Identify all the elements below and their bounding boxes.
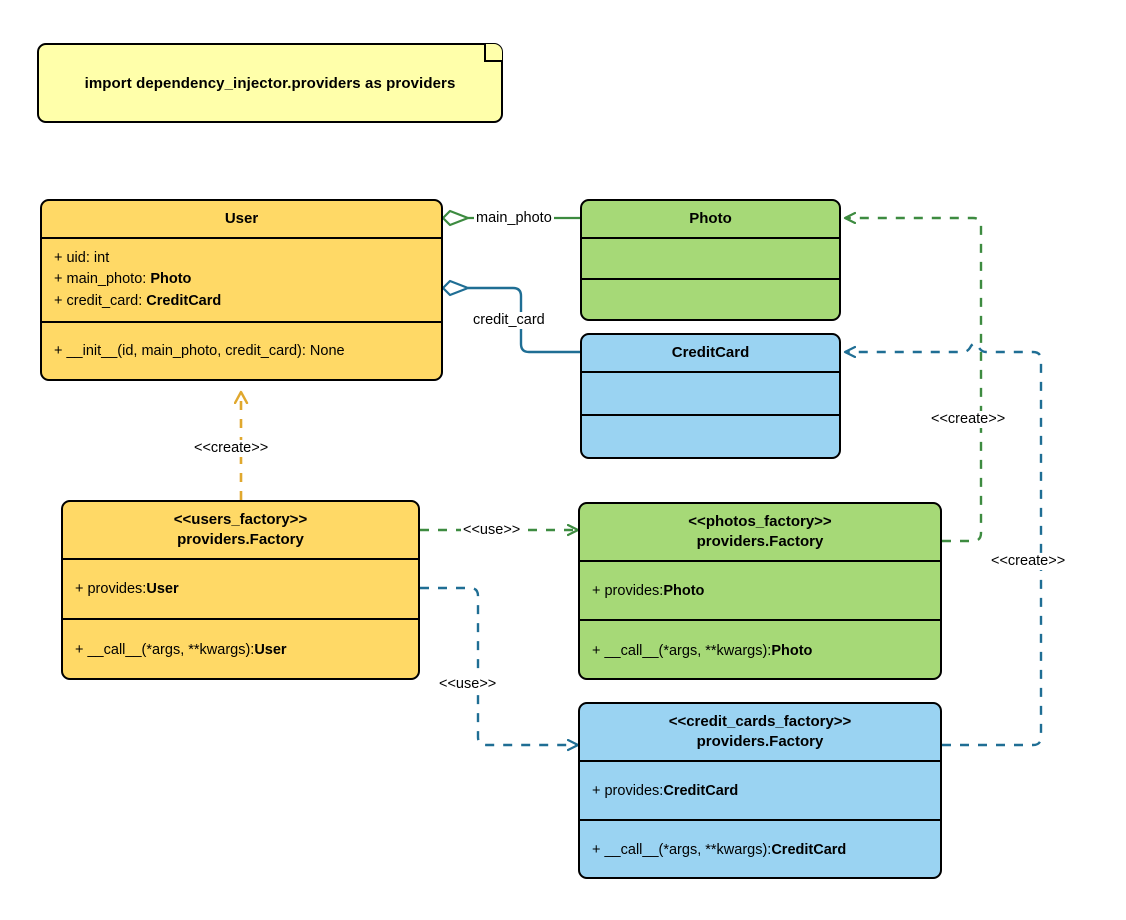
class-photos-factory-name: providers.Factory — [696, 533, 824, 550]
class-credit-cards-factory-stereotype: <<credit_cards_factory>> — [668, 713, 852, 731]
class-photo-attributes — [582, 239, 839, 280]
class-credit-cards-factory-title-row: <<credit_cards_factory>> providers.Facto… — [580, 704, 940, 762]
edge-label-main-photo: main_photo — [474, 210, 554, 227]
class-creditcard-name: CreditCard — [671, 344, 750, 362]
class-users-factory-name: providers.Factory — [177, 531, 304, 548]
users-factory-provides-type: User — [146, 581, 179, 597]
class-creditcard-title-row: CreditCard — [582, 335, 839, 373]
class-creditcard-attributes — [582, 373, 839, 416]
attribute-main-photo-type: Photo — [150, 271, 192, 288]
class-users-factory-stereotype: <<users_factory>> — [173, 511, 308, 529]
class-users-factory-title-row: <<users_factory>> providers.Factory — [63, 502, 418, 560]
class-photo-name: Photo — [689, 210, 732, 228]
edge-users-factory-use-credit-cards-factory — [420, 586, 578, 745]
credit-cards-factory-call-label: + __call__(*args, **kwargs): — [592, 842, 772, 858]
class-user-methods: + __init__(id, main_photo, credit_card):… — [42, 323, 441, 379]
class-photos-factory-methods: + __call__(*args, **kwargs): Photo — [580, 621, 940, 678]
class-users-factory-attributes: + provides: User — [63, 560, 418, 620]
method-init: + __init__(id, main_photo, credit_card):… — [54, 343, 345, 359]
edge-label-create-photo: <<create>> — [929, 411, 1008, 428]
attribute-uid: + uid: int — [54, 248, 429, 269]
credit-cards-factory-provides-type: CreditCard — [663, 782, 739, 799]
class-box-credit-cards-factory[interactable]: <<credit_cards_factory>> providers.Facto… — [578, 702, 942, 879]
class-box-user[interactable]: User + uid: int + main_photo: Photo + cr… — [40, 199, 443, 381]
edge-label-create-credit-card: <<create>> — [989, 553, 1068, 570]
class-photos-factory-stereotype: <<photos_factory>> — [688, 513, 832, 531]
note-fold-corner-icon — [484, 44, 502, 62]
class-box-users-factory[interactable]: <<users_factory>> providers.Factory + pr… — [61, 500, 420, 680]
class-box-photos-factory[interactable]: <<photos_factory>> providers.Factory + p… — [578, 502, 942, 680]
attribute-credit-card: + credit_card: CreditCard — [54, 291, 429, 312]
edge-label-create-user: <<create>> — [192, 440, 271, 457]
attribute-credit-card-label: + credit_card: — [54, 292, 147, 309]
class-box-photo[interactable]: Photo — [580, 199, 841, 321]
edge-photos-factory-create-photo — [845, 218, 983, 543]
class-photos-factory-attributes: + provides: Photo — [580, 562, 940, 621]
attribute-main-photo-label: + main_photo: — [54, 271, 151, 288]
photos-factory-provides-label: + provides: — [592, 582, 664, 599]
class-photos-factory-title-row: <<photos_factory>> providers.Factory — [580, 504, 940, 562]
users-factory-call-type: User — [254, 642, 287, 658]
photos-factory-provides-type: Photo — [663, 582, 705, 599]
attribute-main-photo: + main_photo: Photo — [54, 269, 429, 290]
credit-cards-factory-provides-label: + provides: — [592, 782, 664, 799]
class-credit-cards-factory-methods: + __call__(*args, **kwargs): CreditCard — [580, 821, 940, 877]
edge-label-credit-card: credit_card — [471, 312, 547, 329]
note-text: import dependency_injector.providers as … — [84, 74, 456, 92]
credit-cards-factory-call-type: CreditCard — [771, 842, 847, 858]
class-photo-title-row: Photo — [582, 201, 839, 239]
class-box-creditcard[interactable]: CreditCard — [580, 333, 841, 459]
attribute-uid-text: + uid: int — [54, 250, 110, 266]
class-creditcard-methods — [582, 416, 839, 457]
users-factory-call-label: + __call__(*args, **kwargs): — [75, 642, 255, 658]
note-import: import dependency_injector.providers as … — [37, 43, 503, 123]
edge-label-use-photos: <<use>> — [461, 522, 523, 539]
class-user-attributes: + uid: int + main_photo: Photo + credit_… — [42, 239, 441, 323]
photos-factory-call-type: Photo — [771, 642, 813, 659]
class-credit-cards-factory-attributes: + provides: CreditCard — [580, 762, 940, 821]
users-factory-provides-label: + provides: — [75, 581, 147, 597]
class-user-name: User — [224, 210, 259, 228]
photos-factory-call-label: + __call__(*args, **kwargs): — [592, 642, 772, 659]
attribute-credit-card-type: CreditCard — [146, 292, 222, 309]
class-users-factory-methods: + __call__(*args, **kwargs): User — [63, 620, 418, 678]
class-user-title-row: User — [42, 201, 441, 239]
class-credit-cards-factory-name: providers.Factory — [696, 733, 824, 750]
edge-label-use-credit-cards: <<use>> — [437, 676, 499, 693]
class-photo-methods — [582, 280, 839, 319]
